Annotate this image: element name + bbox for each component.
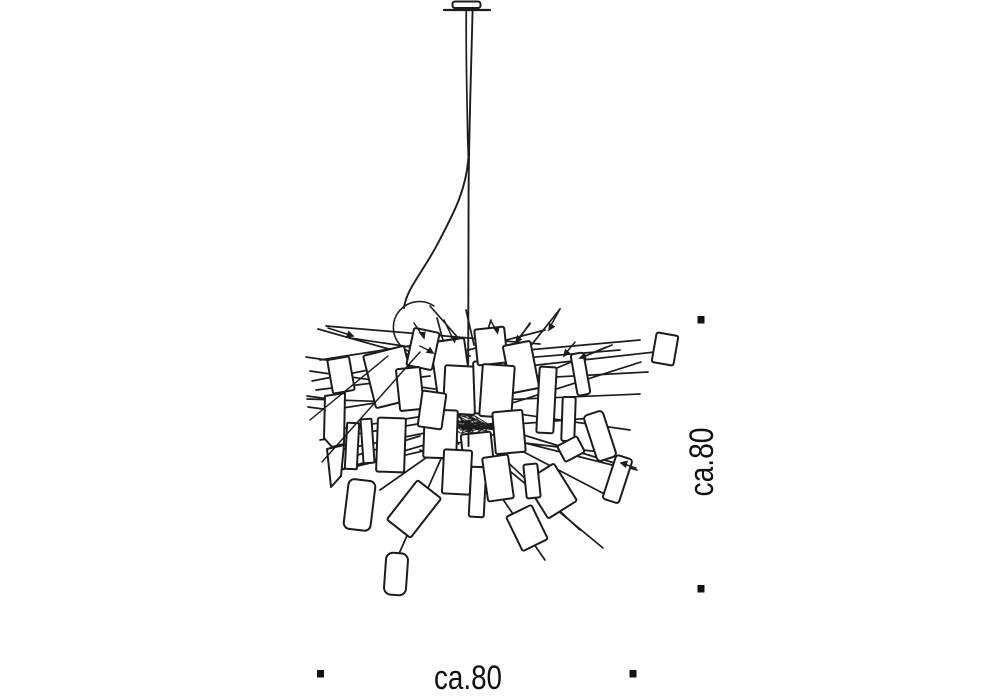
svg-text:ca.80: ca.80 xyxy=(683,428,721,497)
svg-text:ca.80: ca.80 xyxy=(434,659,502,697)
